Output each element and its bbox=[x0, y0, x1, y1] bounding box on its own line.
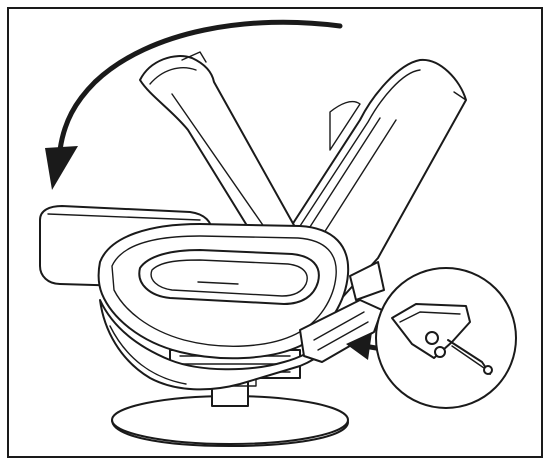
backrest-front bbox=[139, 51, 301, 251]
chair-base bbox=[111, 375, 349, 447]
diagram-frame bbox=[7, 7, 543, 458]
magnifier-circle-icon bbox=[375, 267, 517, 409]
curved-arrow-left-icon bbox=[45, 19, 343, 190]
armrest bbox=[97, 223, 350, 360]
recline-mechanism bbox=[299, 261, 385, 363]
